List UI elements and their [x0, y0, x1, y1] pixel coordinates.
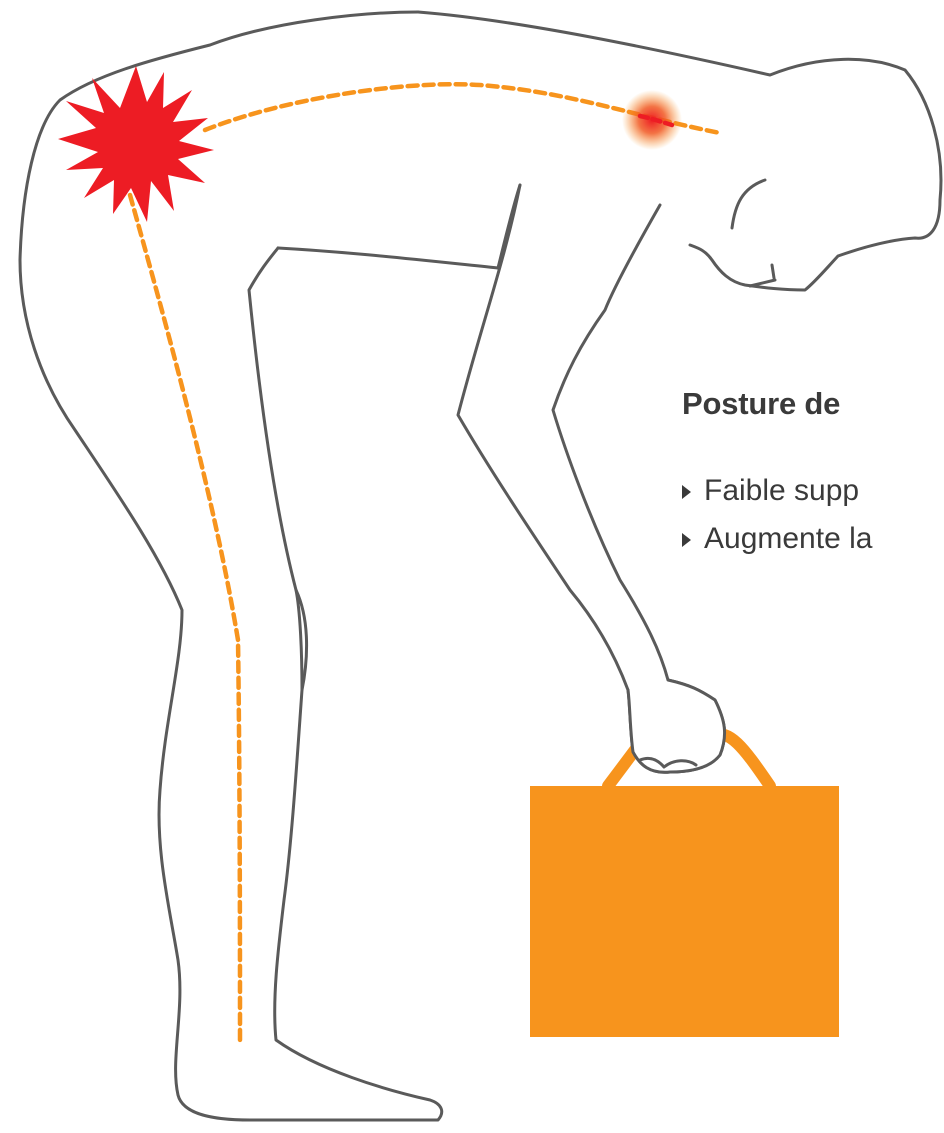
- back-and-rear-leg-outline: [20, 12, 442, 1120]
- bullet-text: Augmente la: [704, 522, 872, 556]
- bullet-text: Faible supp: [704, 474, 859, 508]
- posture-heading: Posture de: [682, 386, 840, 422]
- briefcase-body: [530, 786, 839, 1037]
- right-triangle-bullet-icon: [682, 485, 691, 499]
- ear-outline: [732, 180, 765, 228]
- red-star-burst-icon: [58, 66, 214, 222]
- briefcase: [530, 734, 839, 1037]
- right-triangle-bullet-icon: [682, 533, 691, 547]
- chin-detail: [750, 265, 775, 286]
- arm-front-outline: [553, 205, 725, 772]
- arm-back-outline: [458, 185, 628, 690]
- spine-dashed-line: [130, 195, 240, 1045]
- chest-line: [278, 248, 498, 268]
- head-outline: [418, 12, 941, 290]
